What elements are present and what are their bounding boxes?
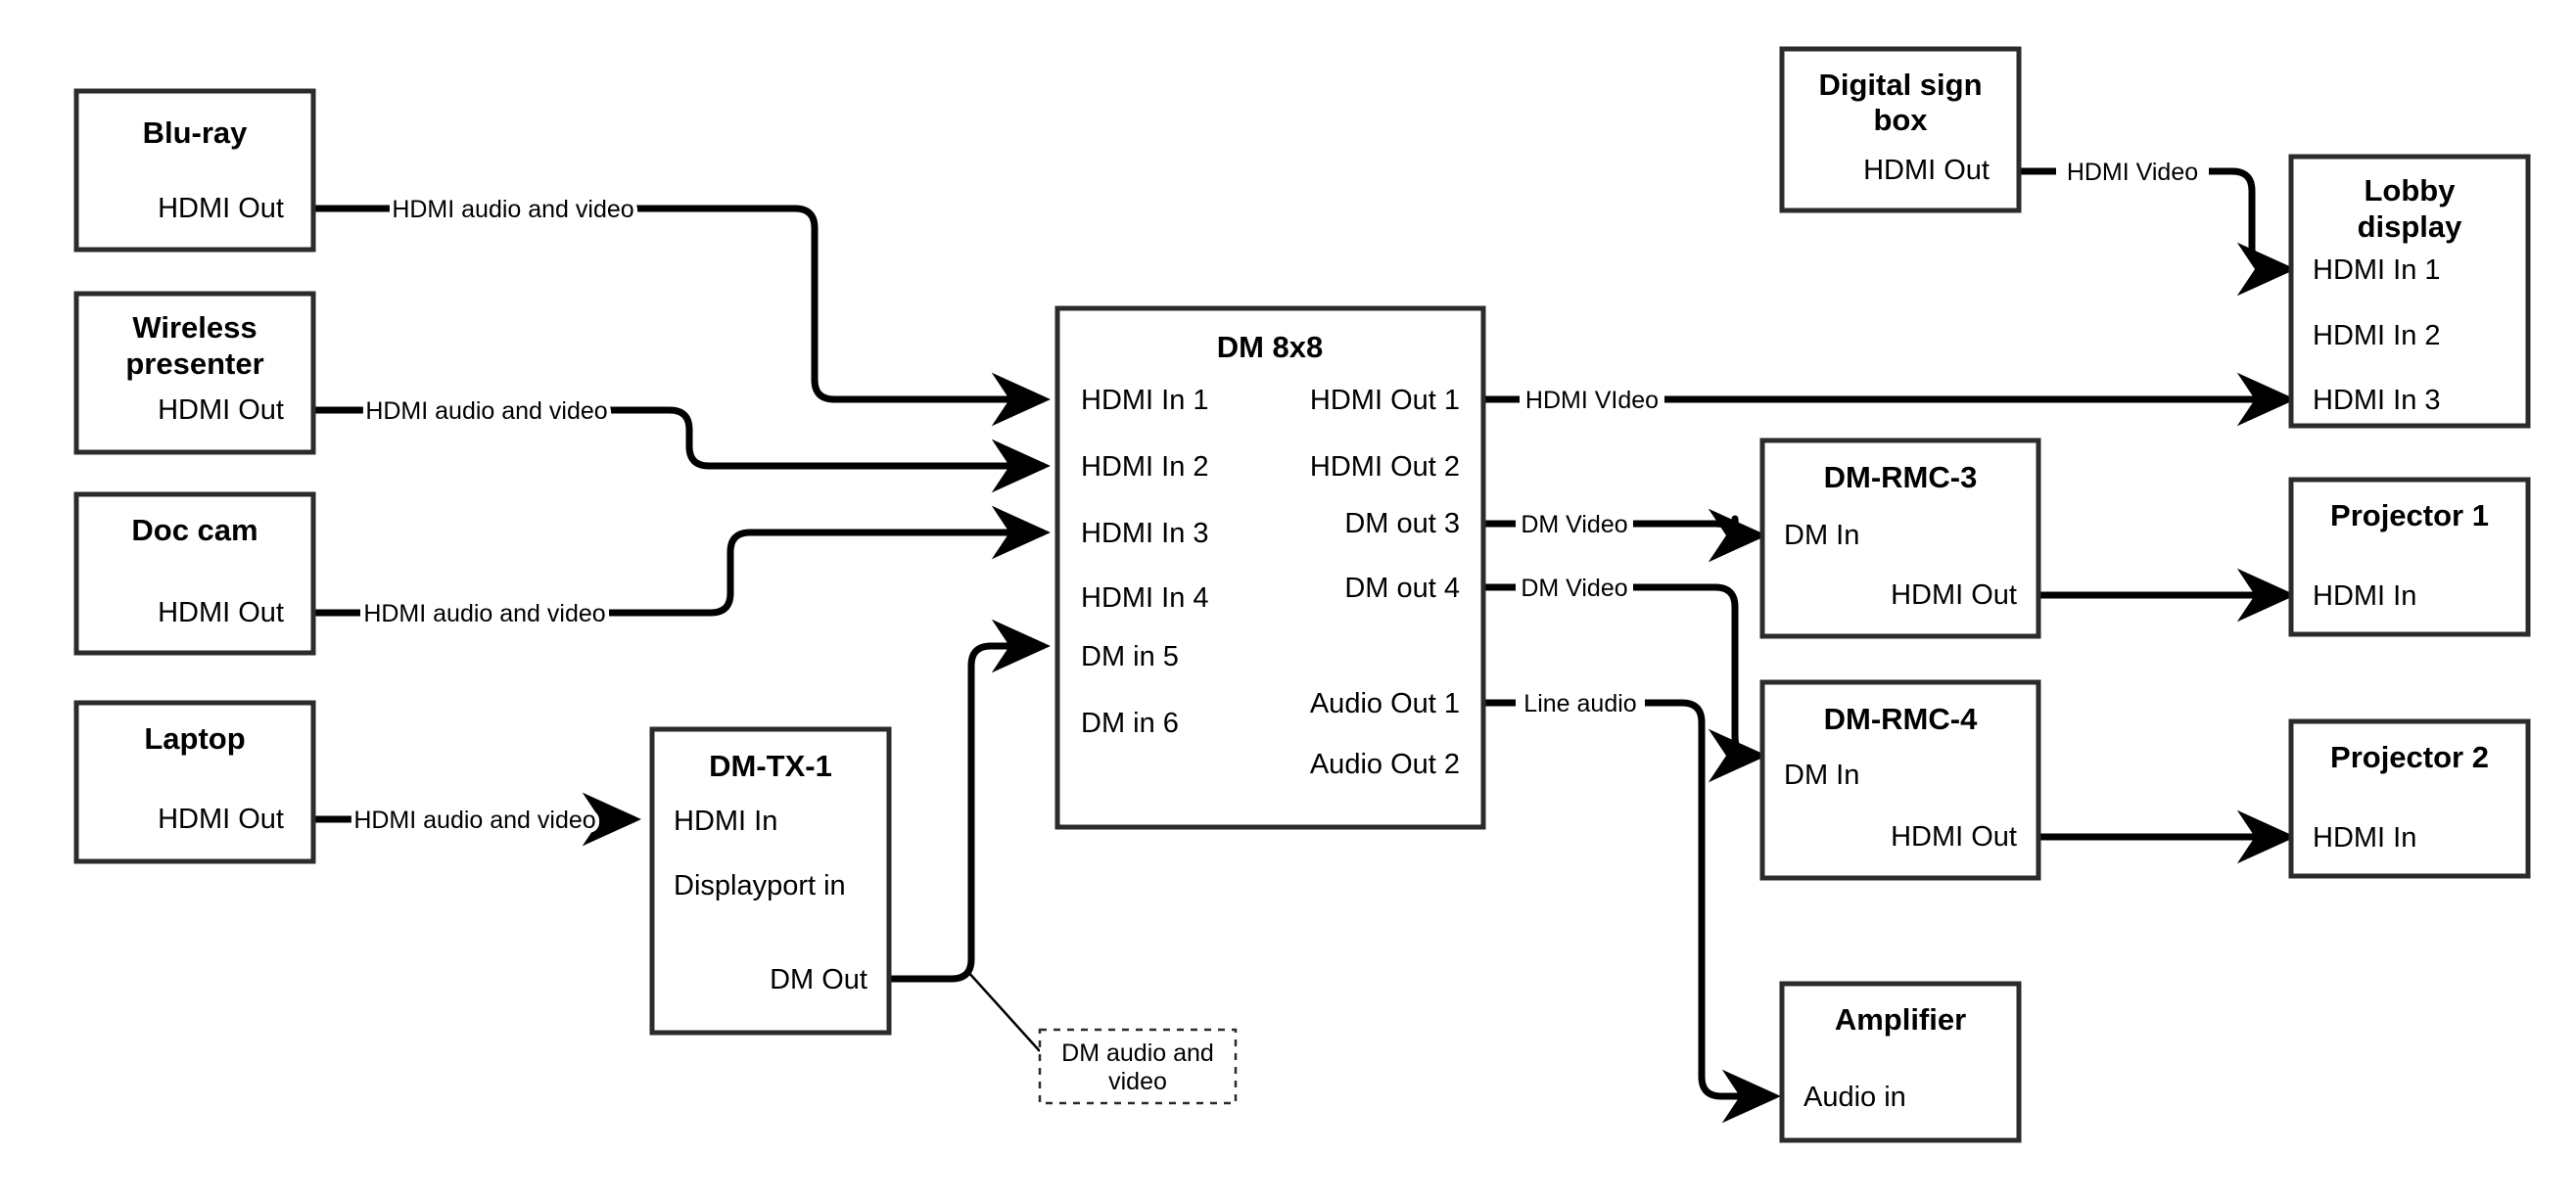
- edge-label-layer: HDMI audio and video HDMI audio and vide…: [350, 155, 2203, 839]
- node-lobby-display[interactable]: Lobby display HDMI In 1 HDMI In 2 HDMI I…: [2288, 154, 2531, 429]
- node-dm-tx-1-title: DM-TX-1: [709, 749, 832, 783]
- node-wireless-presenter-title-line2: presenter: [125, 346, 263, 381]
- note-line1: DM audio and: [1061, 1039, 1214, 1067]
- node-dm-8x8-input-dm-in-5: DM in 5: [1081, 641, 1179, 672]
- node-wireless-presenter[interactable]: Wireless presenter HDMI Out: [73, 291, 316, 455]
- node-dm-8x8-input-hdmi-in-2: HDMI In 2: [1081, 451, 1209, 483]
- node-projector-1-title: Projector 1: [2330, 498, 2489, 532]
- node-projector-2-port-hdmi-in: HDMI In: [2313, 822, 2416, 854]
- node-projector-1-port-hdmi-in: HDMI In: [2313, 580, 2416, 612]
- node-dm-8x8-input-dm-in-6: DM in 6: [1081, 708, 1179, 739]
- edge-label-hdmiout1-to-lobby3: HDMI VIdeo: [1525, 387, 1659, 414]
- node-dm-rmc-3[interactable]: DM-RMC-3 DM In HDMI Out: [1759, 438, 2041, 639]
- node-digital-sign-box-title-line2: box: [1873, 103, 1928, 137]
- node-lobby-display-port-hdmi-in-2: HDMI In 2: [2313, 320, 2441, 351]
- node-projector-2[interactable]: Projector 2 HDMI In: [2288, 718, 2531, 879]
- node-dm-rmc-4-port-hdmi-out: HDMI Out: [1891, 821, 2017, 853]
- edge-label-bluray-to-dm-in1: HDMI audio and video: [392, 196, 633, 223]
- edge-label-laptop-to-dmtx1: HDMI audio and video: [353, 807, 595, 834]
- node-bluray[interactable]: Blu-ray HDMI Out: [73, 88, 316, 253]
- note-dm-audio-and-video: DM audio and video: [1038, 1028, 1238, 1105]
- node-dm-8x8[interactable]: DM 8x8 HDMI In 1 HDMI In 2 HDMI In 3 HDM…: [1054, 305, 1486, 830]
- node-projector-1[interactable]: Projector 1 HDMI In: [2288, 477, 2531, 637]
- edge-label-dmout3-to-rmc3: DM Video: [1521, 511, 1627, 538]
- node-laptop[interactable]: Laptop HDMI Out: [73, 700, 316, 864]
- edge-label-sign-to-lobby: HDMI Video: [2067, 159, 2198, 186]
- node-dm-8x8-output-dm-out-3: DM out 3: [1344, 508, 1460, 539]
- wire-doccam-to-dm-in3-run: [609, 505, 1052, 617]
- edge-label-wireless-to-dm-in2: HDMI audio and video: [365, 397, 607, 425]
- node-doc-cam-title: Doc cam: [131, 513, 258, 547]
- node-dm-8x8-output-hdmi-out-1: HDMI Out 1: [1310, 385, 1460, 416]
- node-lobby-display-port-hdmi-in-3: HDMI In 3: [2313, 385, 2441, 416]
- edge-label-audioout1-to-amp: Line audio: [1523, 690, 1636, 717]
- node-digital-sign-box-title-line1: Digital sign: [1818, 68, 1982, 102]
- wire-dmout4-to-rmc4-run: [1633, 583, 1768, 783]
- node-dm-tx-1[interactable]: DM-TX-1 HDMI In Displayport in DM Out: [649, 726, 892, 1036]
- node-lobby-display-title-line1: Lobby: [2365, 173, 2457, 208]
- node-digital-sign-box-port-hdmi-out: HDMI Out: [1863, 155, 1990, 186]
- node-dm-tx-1-port-displayport-in: Displayport in: [674, 870, 846, 901]
- node-wireless-presenter-port-hdmi-out: HDMI Out: [158, 394, 284, 426]
- node-lobby-display-title-line2: display: [2358, 209, 2463, 244]
- node-wireless-presenter-title-line1: Wireless: [132, 310, 257, 345]
- wire-wireless-to-dm-in2-run: [609, 406, 1052, 493]
- node-dm-rmc-3-port-dm-in: DM In: [1784, 520, 1859, 551]
- wire-audioout1-to-amp-run: [1645, 699, 1782, 1124]
- node-dm-rmc-4[interactable]: DM-RMC-4 DM In HDMI Out: [1759, 679, 2041, 881]
- edge-label-doccam-to-dm-in3: HDMI audio and video: [363, 600, 605, 627]
- node-bluray-title: Blu-ray: [143, 115, 249, 150]
- node-laptop-title: Laptop: [144, 721, 245, 756]
- edge-label-dmout4-to-rmc4: DM Video: [1521, 575, 1627, 602]
- node-lobby-display-port-hdmi-in-1: HDMI In 1: [2313, 254, 2441, 286]
- node-doc-cam[interactable]: Doc cam HDMI Out: [73, 491, 316, 656]
- note-line2: video: [1108, 1068, 1167, 1095]
- wire-dmtx1-to-dm-in5: [889, 619, 1052, 983]
- node-bluray-port-hdmi-out: HDMI Out: [158, 193, 284, 224]
- node-dm-8x8-output-audio-out-2: Audio Out 2: [1310, 749, 1460, 780]
- node-dm-8x8-input-hdmi-in-4: HDMI In 4: [1081, 582, 1209, 614]
- wire-dmout3-to-rmc3-run: [1633, 508, 1768, 563]
- node-dm-8x8-title: DM 8x8: [1217, 330, 1324, 364]
- leader-line-dm-note: [966, 970, 1041, 1052]
- node-dm-rmc-4-title: DM-RMC-4: [1824, 702, 1978, 736]
- node-dm-rmc-3-title: DM-RMC-3: [1824, 460, 1978, 494]
- node-dm-8x8-output-dm-out-4: DM out 4: [1344, 573, 1460, 604]
- node-digital-sign-box[interactable]: Digital sign box HDMI Out: [1779, 46, 2022, 213]
- node-amplifier-port-audio-in: Audio in: [1803, 1082, 1906, 1113]
- wire-bluray-to-dm-in1-run: [634, 205, 1052, 427]
- node-dm-8x8-output-audio-out-1: Audio Out 1: [1310, 688, 1460, 719]
- node-dm-8x8-output-hdmi-out-2: HDMI Out 2: [1310, 451, 1460, 483]
- node-dm-rmc-4-port-dm-in: DM In: [1784, 760, 1859, 791]
- node-dm-rmc-3-port-hdmi-out: HDMI Out: [1891, 579, 2017, 611]
- node-amplifier[interactable]: Amplifier Audio in: [1779, 981, 2022, 1143]
- node-dm-8x8-input-hdmi-in-1: HDMI In 1: [1081, 385, 1209, 416]
- node-doc-cam-port-hdmi-out: HDMI Out: [158, 597, 284, 628]
- node-projector-2-title: Projector 2: [2330, 740, 2489, 774]
- wire-sign-to-lobby-in1-run: [2209, 167, 2297, 297]
- node-dm-8x8-input-hdmi-in-3: HDMI In 3: [1081, 518, 1209, 549]
- node-dm-tx-1-port-hdmi-in: HDMI In: [674, 806, 777, 837]
- node-dm-tx-1-port-dm-out: DM Out: [770, 964, 867, 995]
- node-laptop-port-hdmi-out: HDMI Out: [158, 804, 284, 835]
- node-amplifier-title: Amplifier: [1835, 1002, 1966, 1037]
